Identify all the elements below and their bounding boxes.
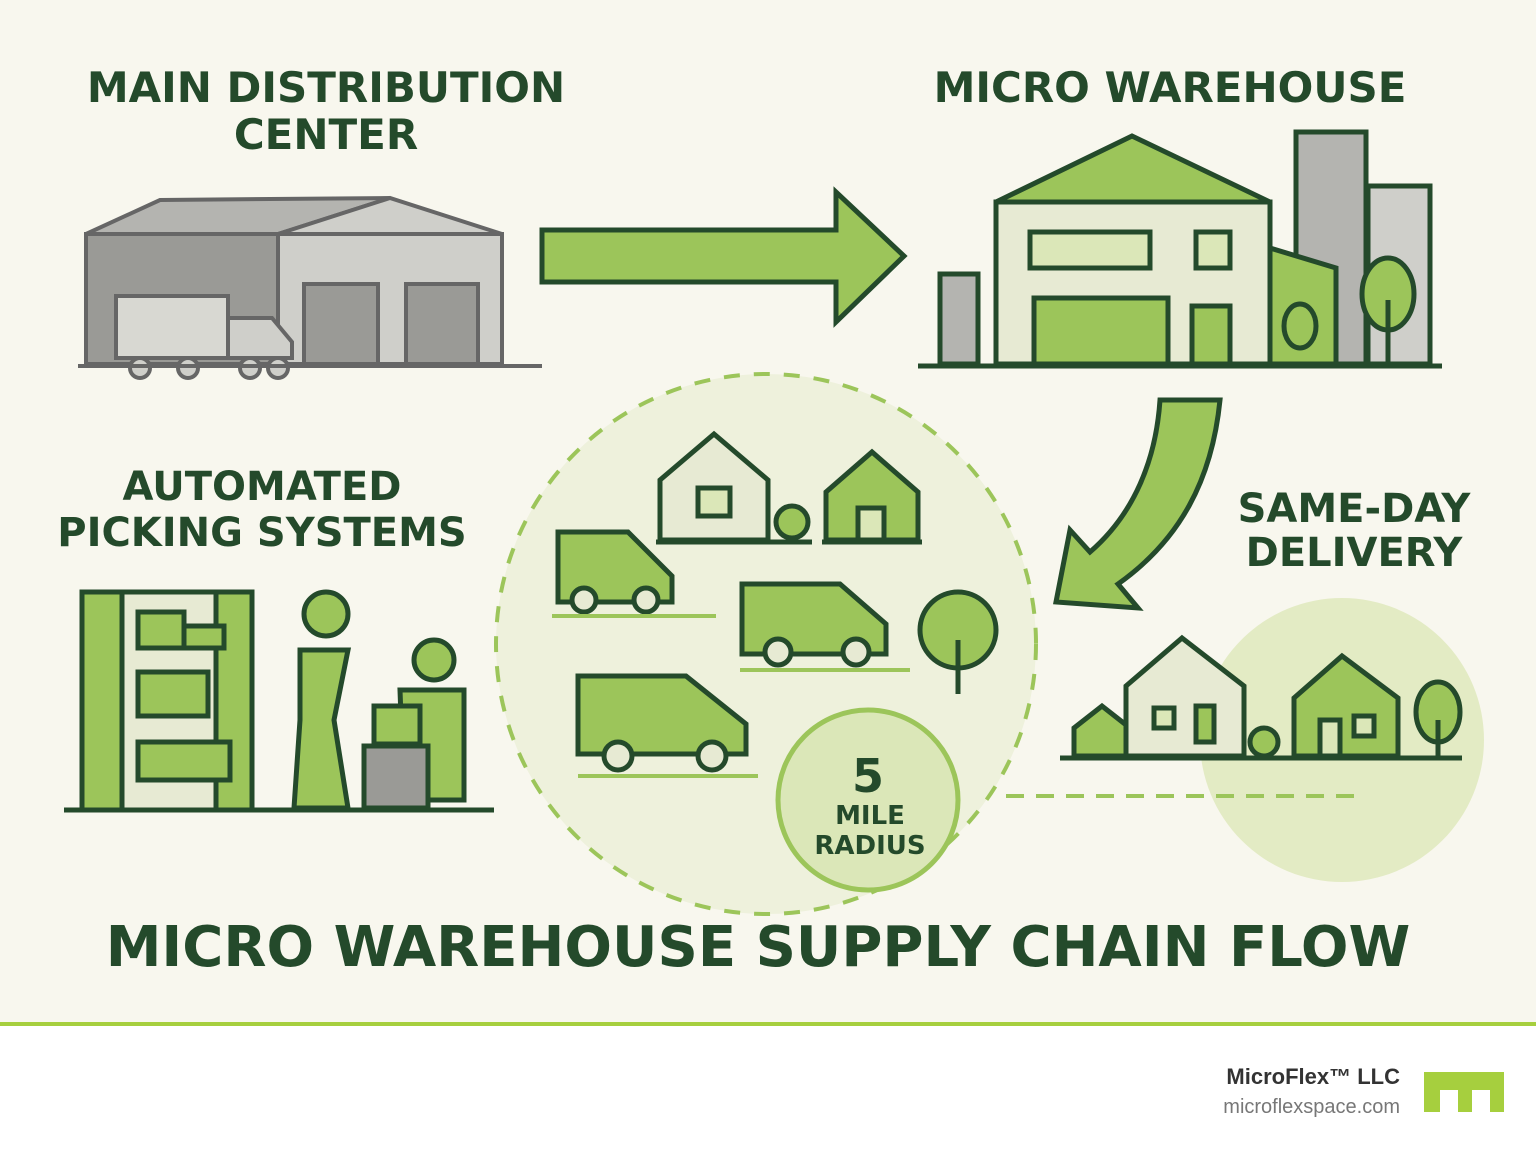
label-delivery-1: SAME-DAY <box>1238 486 1472 532</box>
main-title: MICRO WAREHOUSE SUPPLY CHAIN FLOW <box>106 915 1411 980</box>
radius-line1: MILE <box>835 801 905 831</box>
arrow-right-icon <box>539 186 908 328</box>
distribution-center-icon <box>78 195 542 380</box>
arrow-curved-icon <box>1053 397 1223 611</box>
picking-systems-icon <box>64 589 494 813</box>
delivery-houses-icon <box>1060 634 1463 761</box>
label-distribution-center-2: CENTER <box>234 110 418 159</box>
company-logo-icon <box>1424 1072 1504 1112</box>
label-picking-1: AUTOMATED <box>123 464 402 510</box>
label-micro-warehouse: MICRO WAREHOUSE <box>934 63 1407 112</box>
footer-divider <box>0 1022 1536 1026</box>
footer-brand: MicroFlex™ LLC microflexspace.com <box>1223 1064 1400 1119</box>
radius-line2: RADIUS <box>814 831 925 861</box>
micro-warehouse-icon <box>918 129 1442 369</box>
neighborhood-vans-icon <box>555 430 999 773</box>
label-picking-2: PICKING SYSTEMS <box>57 510 466 556</box>
radius-number: 5 <box>852 749 884 803</box>
radius-badge <box>775 707 961 893</box>
label-delivery-2: DELIVERY <box>1246 530 1464 576</box>
company-name: MicroFlex™ LLC <box>1226 1064 1400 1089</box>
label-distribution-center-1: MAIN DISTRIBUTION <box>87 63 565 112</box>
infographic: MAIN DISTRIBUTION CENTER MICRO WAREHOUSE… <box>0 0 1536 1024</box>
company-url: microflexspace.com <box>1223 1096 1400 1118</box>
